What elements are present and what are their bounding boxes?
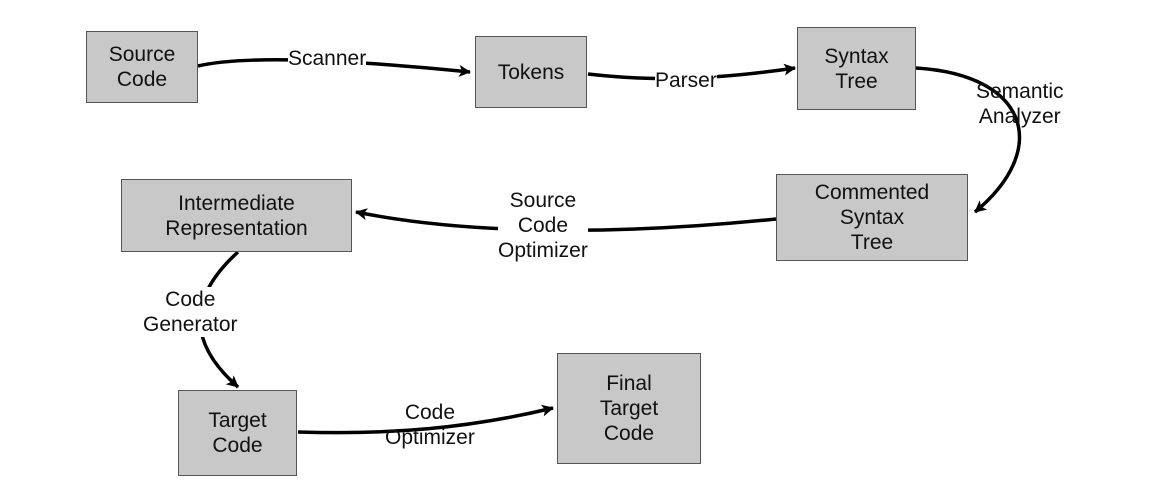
edge-label-parser: Parser (655, 68, 717, 93)
node-syntax-tree: Syntax Tree (797, 27, 916, 110)
edge-label-semantic-analyzer: Semantic Analyzer (976, 80, 1064, 128)
node-target-code: Target Code (178, 390, 297, 476)
node-commented-syntax-tree: Commented Syntax Tree (776, 174, 968, 261)
edge-label-scanner: Scanner (288, 46, 367, 71)
edge-label-source-code-optimizer: Source Code Optimizer (498, 188, 588, 263)
edge-label-code-generator: Code Generator (143, 287, 238, 337)
node-source-code: Source Code (86, 31, 198, 103)
edge-label-code-optimizer: Code Optimizer (385, 401, 475, 449)
edge-code-optimizer-path (297, 404, 554, 435)
node-intermediate-representation: Intermediate Representation (121, 179, 352, 252)
node-tokens: Tokens (475, 36, 587, 108)
edge-semantic-analyzer-path (915, 66, 1022, 214)
node-final-target-code: Final Target Code (557, 353, 701, 464)
